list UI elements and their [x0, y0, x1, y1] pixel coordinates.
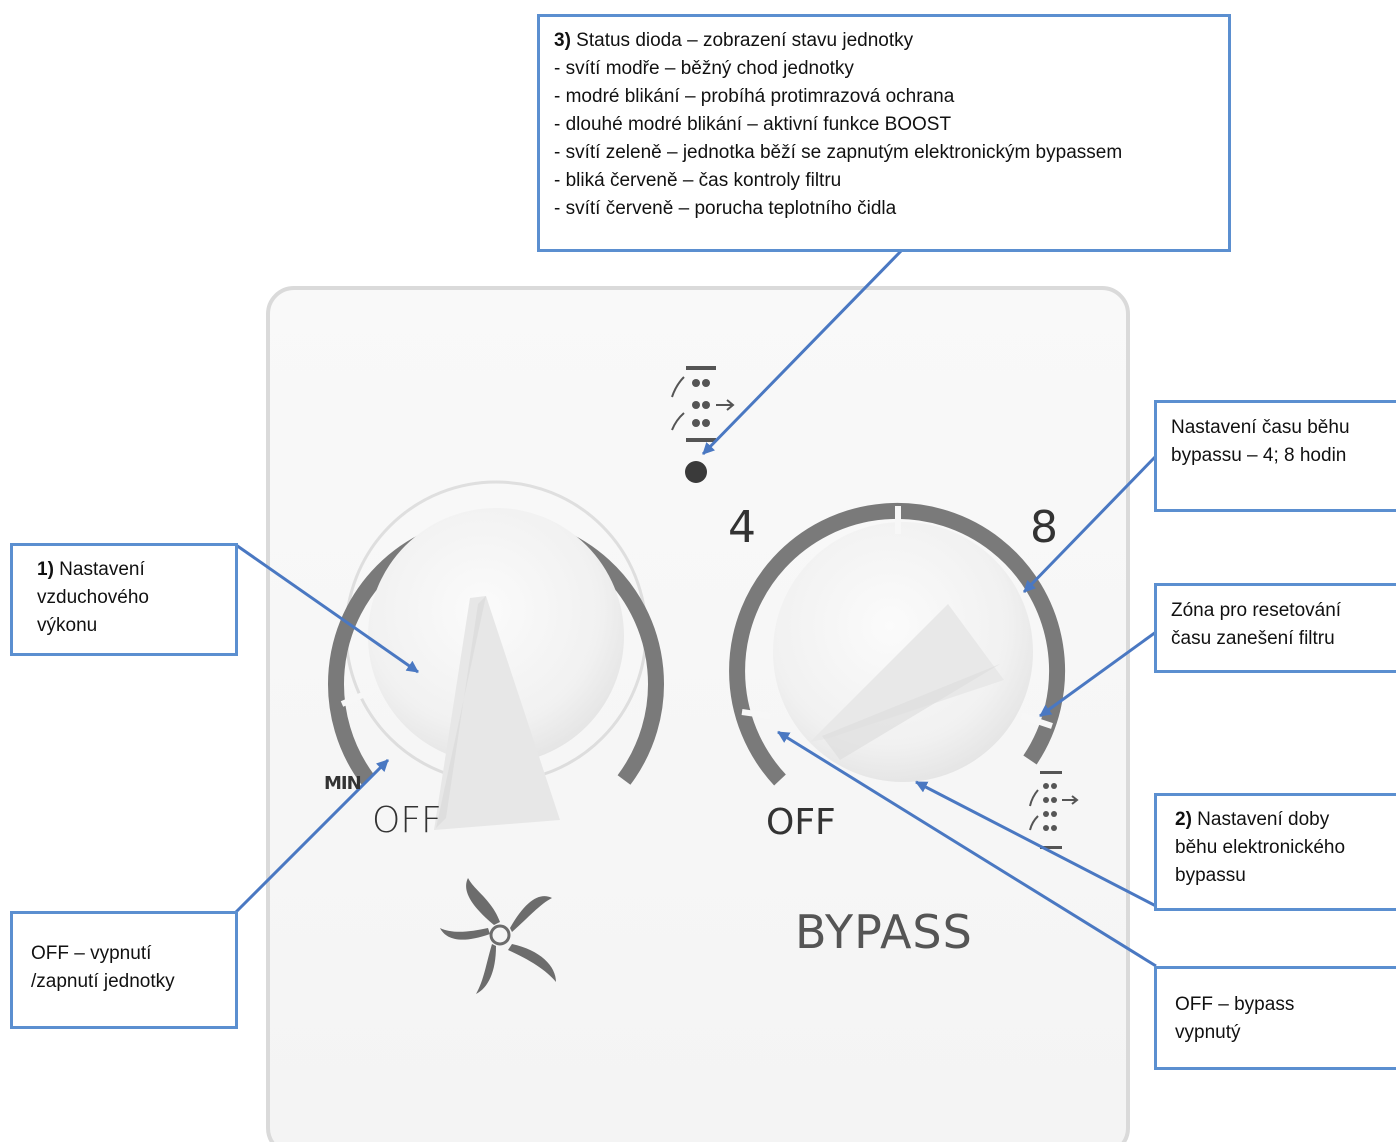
- callout-air-num: 1): [37, 559, 54, 580]
- callout-bypass-duration: 2) Nastavení doby běhu elektronického by…: [1154, 793, 1396, 911]
- label-bypass: BYPASS: [795, 905, 973, 959]
- label-min: MIN: [324, 773, 362, 794]
- callout-bypass-time: Nastavení času běhu bypassu – 4; 8 hodin: [1154, 400, 1396, 512]
- status-line: - modré blikání – probíhá protimrazová o…: [554, 86, 955, 107]
- control-panel: [266, 286, 1130, 1142]
- callout-filter-line2: času zanešení filtru: [1171, 628, 1335, 649]
- callout-status-title: Status dioda – zobrazení stavu jednotky: [570, 30, 914, 51]
- status-led: [685, 461, 707, 483]
- status-line: - svítí modře – běžný chod jednotky: [554, 58, 854, 79]
- callout-bypasstime-line2: bypassu – 4; 8 hodin: [1171, 445, 1347, 466]
- callout-off-unit: OFF – vypnutí /zapnutí jednotky: [10, 911, 238, 1029]
- callout-offbypass-line2: vypnutý: [1175, 1022, 1241, 1043]
- status-line: - dlouhé modré blikání – aktivní funkce …: [554, 114, 952, 135]
- arrows: [234, 248, 1158, 968]
- callout-status-led: 3) Status dioda – zobrazení stavu jednot…: [537, 14, 1231, 252]
- callout-bypassdur-num: 2): [1175, 809, 1192, 830]
- callout-bypassdur-line2: běhu elektronického: [1175, 837, 1346, 858]
- air-power-dial[interactable]: [328, 480, 664, 830]
- bypass-dial[interactable]: [729, 502, 1066, 786]
- callout-air-line2: vzduchového: [37, 587, 149, 608]
- filter-icon-top: [671, 366, 735, 442]
- label-4: 4: [728, 502, 756, 553]
- label-8: 8: [1030, 502, 1058, 553]
- callout-air-line3: výkonu: [37, 615, 98, 636]
- callout-offunit-line1: OFF – vypnutí: [31, 943, 152, 964]
- label-off-left: OFF: [372, 800, 442, 841]
- callout-offbypass-line1: OFF – bypass: [1175, 994, 1295, 1015]
- callout-bypassdur-line1: Nastavení doby: [1191, 809, 1330, 830]
- status-line: - bliká červeně – čas kontroly filtru: [554, 170, 842, 191]
- callout-bypassdur-line3: bypassu: [1175, 865, 1246, 886]
- label-off-right: OFF: [766, 802, 836, 843]
- callout-off-bypass: OFF – bypass vypnutý: [1154, 966, 1396, 1070]
- callout-filter-line1: Zóna pro resetování: [1171, 600, 1342, 621]
- callout-filter-reset: Zóna pro resetování času zanešení filtru: [1154, 583, 1396, 673]
- callout-bypasstime-line1: Nastavení času běhu: [1171, 417, 1350, 438]
- fan-icon: [440, 878, 556, 994]
- status-line: - svítí zeleně – jednotka běží se zapnut…: [554, 142, 1123, 163]
- callout-status-num: 3): [554, 30, 571, 51]
- callout-air-line1: Nastavení: [53, 559, 145, 580]
- callout-offunit-line2: /zapnutí jednotky: [31, 971, 175, 992]
- callout-air-power: 1) Nastavení vzduchového výkonu: [10, 543, 238, 656]
- status-line: - svítí červeně – porucha teplotního čid…: [554, 198, 897, 219]
- filter-icon-small: [1029, 771, 1079, 849]
